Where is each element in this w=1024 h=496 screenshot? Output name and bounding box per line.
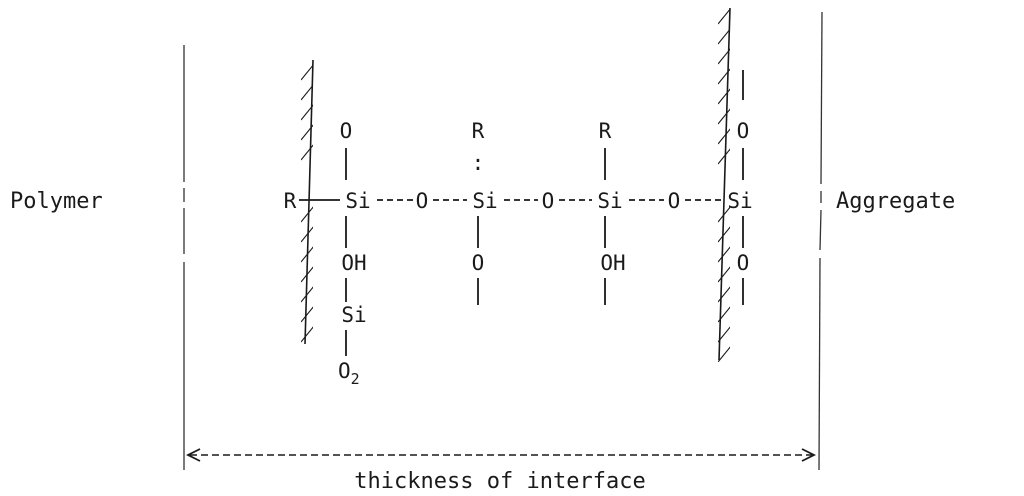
aggregate-label: Aggregate bbox=[836, 189, 955, 214]
thickness-arrow bbox=[185, 448, 817, 462]
si2-weak-bond-mark: : bbox=[472, 151, 485, 175]
si1-substituents: O OH Si O2 bbox=[338, 119, 367, 388]
chain-si-atom-2: Si bbox=[472, 189, 497, 213]
thickness-label: thickness of interface bbox=[354, 469, 645, 494]
si3-hydroxyl: OH bbox=[600, 251, 625, 275]
si1-dioxide-oxygen: O bbox=[338, 359, 351, 383]
si1-lower-silicon: Si bbox=[341, 303, 366, 327]
si4-bottom-oxygen: O bbox=[737, 251, 750, 275]
chain-o-atom-3: O bbox=[668, 189, 681, 213]
si2-bottom-oxygen: O bbox=[472, 251, 485, 275]
chain-o-atom-2: O bbox=[542, 189, 555, 213]
si3-top-r-group: R bbox=[599, 119, 612, 143]
si4-substituents: O O bbox=[737, 70, 750, 305]
chain-o-atom-1: O bbox=[416, 189, 429, 213]
chain-si-atom-4: Si bbox=[727, 189, 752, 213]
si2-substituents: R : O bbox=[472, 119, 485, 305]
si1-hydroxyl: OH bbox=[341, 251, 366, 275]
si4-top-oxygen: O bbox=[737, 119, 750, 143]
right-boundary-line bbox=[818, 11, 823, 471]
si3-substituents: R OH bbox=[599, 119, 626, 305]
siloxane-chain: R Si O Si O Si O Si bbox=[284, 189, 753, 213]
si2-top-r-group: R bbox=[472, 119, 485, 143]
si1-dioxide-end: O2 bbox=[338, 359, 360, 388]
right-hatched-wall bbox=[718, 7, 731, 362]
polymer-label: Polymer bbox=[10, 189, 103, 214]
si1-top-oxygen: O bbox=[340, 119, 353, 143]
left-hatched-wall bbox=[301, 59, 314, 345]
chain-r-atom: R bbox=[284, 189, 297, 213]
chain-si-atom-3: Si bbox=[597, 189, 622, 213]
chain-si-atom-1: Si bbox=[345, 189, 370, 213]
si1-dioxide-subscript: 2 bbox=[351, 370, 360, 388]
